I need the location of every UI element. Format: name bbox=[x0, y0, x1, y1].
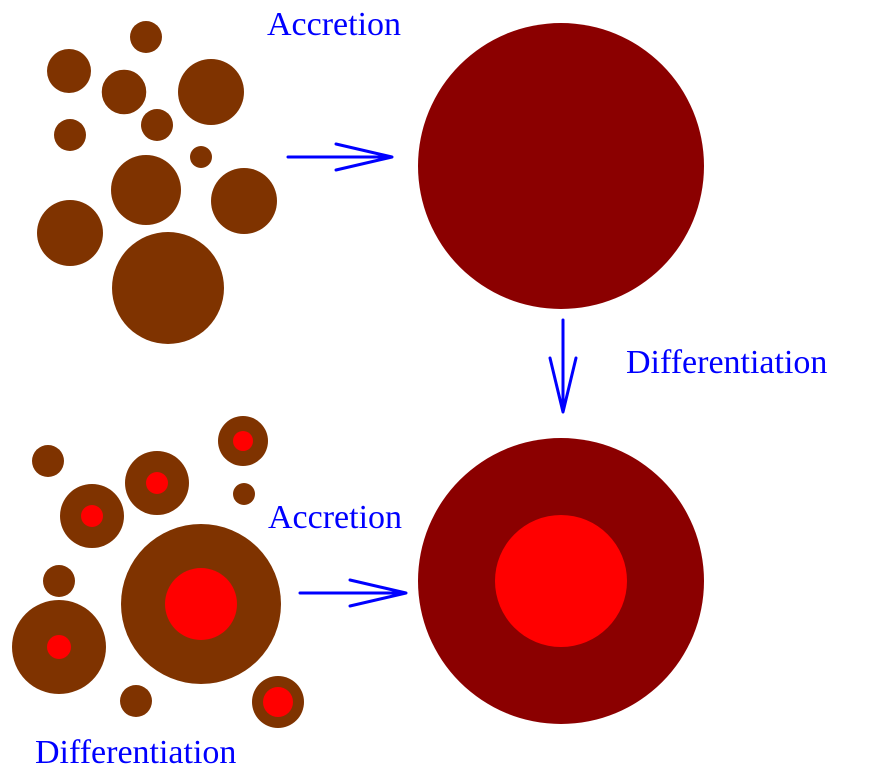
planetesimal bbox=[233, 483, 255, 505]
differentiated-planetesimals-group bbox=[12, 416, 304, 728]
planetesimal bbox=[54, 119, 86, 151]
differentiation-label-bottom: Differentiation bbox=[35, 734, 236, 771]
planetesimal bbox=[37, 200, 103, 266]
planetesimal-core bbox=[81, 505, 103, 527]
planetesimal bbox=[190, 146, 212, 168]
planet-core bbox=[495, 515, 627, 647]
differentiation-label-right: Differentiation bbox=[626, 344, 827, 381]
accretion-arrow-bottom bbox=[298, 578, 408, 608]
planetesimal-core bbox=[263, 687, 293, 717]
accretion-label-top: Accretion bbox=[267, 6, 401, 43]
planetesimal bbox=[120, 685, 152, 717]
planetesimal bbox=[178, 59, 244, 125]
undifferentiated-planetesimals-group bbox=[37, 21, 277, 344]
planetesimal bbox=[112, 232, 224, 344]
planetesimal-core bbox=[47, 635, 71, 659]
planetesimal-core bbox=[146, 472, 168, 494]
differentiation-arrow bbox=[548, 318, 578, 414]
planetesimal bbox=[32, 445, 64, 477]
planetesimal bbox=[47, 49, 91, 93]
planetesimal bbox=[141, 109, 173, 141]
planetesimal-core bbox=[233, 431, 253, 451]
accretion-arrow-top bbox=[286, 142, 394, 172]
planetesimal bbox=[111, 155, 181, 225]
planetesimal-ringed bbox=[100, 68, 148, 116]
planetesimal bbox=[130, 21, 162, 53]
planetesimal bbox=[43, 565, 75, 597]
accretion-label-bottom: Accretion bbox=[268, 499, 402, 536]
planetesimal-core bbox=[165, 568, 237, 640]
undifferentiated-planet bbox=[418, 23, 704, 309]
planetesimal bbox=[211, 168, 277, 234]
